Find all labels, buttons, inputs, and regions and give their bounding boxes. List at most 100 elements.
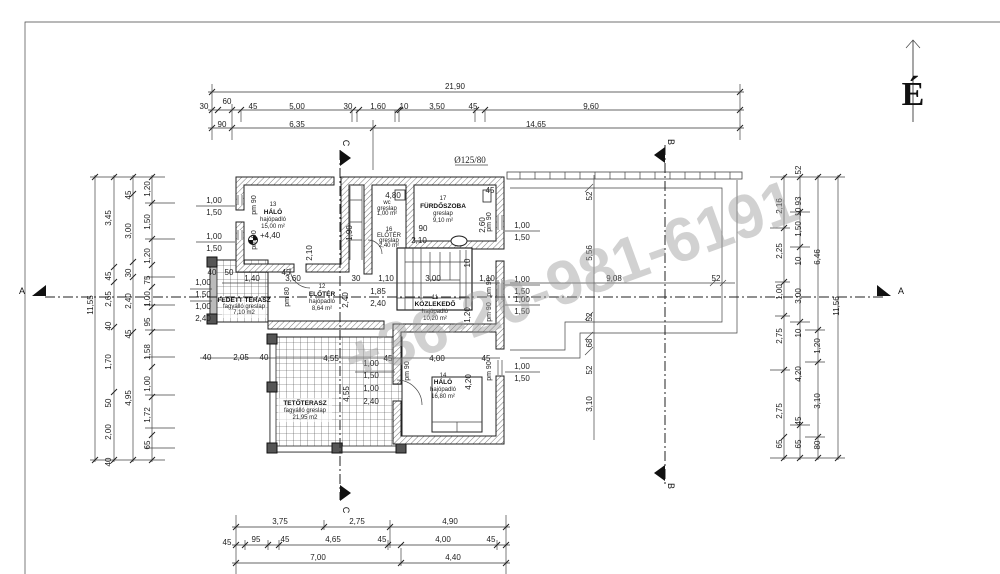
dim-label: 4,20	[464, 374, 473, 390]
dim-label: 2,75	[775, 328, 784, 344]
dim-label: 40	[104, 321, 113, 330]
dim-label: 45	[794, 416, 803, 425]
dim-label: 65	[775, 439, 784, 448]
window-height: 1,50	[514, 233, 530, 242]
dim-label: 14,65	[526, 120, 547, 129]
dimensions-right: 2,16 2,25 1,00 2,75 2,75 65 52 93 10 1,5…	[770, 165, 845, 462]
dim-label: 6,46	[813, 249, 822, 265]
room-name: ELŐTÉR	[309, 289, 336, 298]
roof-outline: 52 5,56 52 68 52 3,10 9,08 52 Ø125/80	[454, 155, 743, 440]
parapet-label: pm 90	[486, 302, 493, 322]
section-b-top-marker	[654, 147, 665, 163]
dim-label: 5,56	[585, 245, 594, 261]
room-name: HÁLÓ	[264, 207, 282, 216]
sink-icon	[482, 189, 492, 203]
dim-label: 2,05	[233, 353, 249, 362]
dim-label: 1,70	[104, 354, 113, 370]
room-number: 13	[270, 202, 277, 208]
opening-label: 1,50	[363, 371, 379, 380]
room-floor: greslap	[379, 238, 399, 244]
dim-label: 2,65	[104, 291, 113, 307]
dim-label: 4,20	[794, 366, 803, 382]
dim-label: 30	[124, 268, 133, 277]
dim-label: 10	[794, 328, 803, 337]
dim-label: 45	[486, 186, 495, 195]
dim-label: 6,35	[289, 120, 305, 129]
dim-label: 45	[487, 535, 496, 544]
dim-label: 1,58	[143, 344, 152, 360]
dim-label: 50	[104, 398, 113, 407]
room-name: TETŐTERASZ	[283, 398, 326, 407]
dim-label: 2,40	[124, 293, 133, 309]
dim-label: 95	[143, 317, 152, 326]
room-area: 8,64 m²	[312, 306, 332, 312]
room-floor: hajópadló	[309, 299, 336, 305]
dim-label: 1,50	[143, 214, 152, 230]
room-name: FÜRDŐSZOBA	[420, 201, 466, 210]
dim-label: 1,20	[463, 307, 472, 323]
dim-label: 10	[794, 256, 803, 265]
parapet-label: pm 90	[486, 277, 493, 297]
window-height: 1,50	[206, 244, 222, 253]
dim-label: 30	[344, 102, 353, 111]
dim-label: 90	[218, 120, 227, 129]
window-height: 1,50	[514, 287, 530, 296]
dim-label: 2,10	[305, 245, 314, 261]
room-area: 15,00 m²	[261, 224, 285, 230]
dim-label: 30	[352, 274, 361, 283]
dim-label: 10	[463, 258, 472, 267]
room-number: 12	[319, 284, 326, 290]
room-number: 17	[440, 196, 447, 202]
room-area: 2,40 m²	[379, 243, 399, 249]
dim-label: 5,00	[289, 102, 305, 111]
dim-label: 1,00	[775, 284, 784, 300]
dim-label: 45	[378, 535, 387, 544]
room-floor: hajópadló	[422, 309, 449, 315]
dim-label: 52	[585, 191, 594, 200]
room-name: ELŐTÉR	[377, 232, 402, 239]
room-floor: greslap	[377, 206, 397, 212]
dim-label: 2,75	[349, 517, 365, 526]
room-floor: fagyálló greslap	[223, 304, 266, 310]
room-name: wc	[382, 200, 390, 206]
dim-label: 4,40	[445, 553, 461, 562]
room-13: 13 HÁLÓ hajópadló 15,00 m²	[260, 202, 287, 230]
window-width: 1,00	[206, 196, 222, 205]
dimensions-top: 21,90 30 60 45 5,00 30 1,60 10 3,50 45 9…	[200, 82, 744, 170]
opening-label: 2,40	[195, 314, 211, 323]
dim-label: 1,40	[244, 274, 260, 283]
room-floor: fagyálló greslap	[284, 408, 327, 414]
dim-label: 45	[281, 535, 290, 544]
parapet-label: pm 90	[486, 361, 493, 381]
dim-label: 65	[143, 440, 152, 449]
dim-label: 4,55	[323, 354, 339, 363]
dim-label: 4,55	[342, 386, 351, 402]
dim-label: 2,10	[411, 236, 427, 245]
dim-label: 1,90	[345, 225, 354, 241]
room-11: 11 KÖZLEKEDŐ hajópadló 10,20 m²	[415, 295, 456, 322]
room-area: 7,10 m2	[233, 310, 255, 316]
dim-label: 2,40	[370, 299, 386, 308]
dim-label: 45	[482, 354, 491, 363]
dim-label: 52	[585, 365, 594, 374]
dim-label: 3,10	[585, 396, 594, 412]
room-number: 14	[440, 373, 447, 379]
section-b-label-top: B	[666, 139, 676, 145]
dim-label: 1,85	[370, 287, 386, 296]
roof-terrace	[266, 333, 407, 454]
opening-labels: 1,00 1,50 1,00 1,50 1,00 1,50 1,00 1,50 …	[190, 196, 540, 406]
dim-label: 3,00	[794, 288, 803, 304]
room-wc: wc greslap 1,00 m²	[377, 200, 398, 217]
section-b-label-bottom: B	[666, 483, 676, 489]
parapet-label: pm 90	[404, 361, 411, 381]
window-height: 1,50	[514, 374, 530, 383]
opening-label: 1,00	[363, 359, 379, 368]
dim-label: 4,95	[124, 390, 133, 406]
dim-label: 2,60	[478, 217, 487, 233]
room-area: 16,80 m²	[431, 394, 455, 400]
walls: +4,40	[235, 176, 505, 445]
dim-label: 2,16	[775, 198, 784, 214]
bathtub-icon	[450, 235, 468, 247]
dim-overall-width: 21,90	[445, 82, 466, 91]
opening-label: 1,00	[195, 302, 211, 311]
